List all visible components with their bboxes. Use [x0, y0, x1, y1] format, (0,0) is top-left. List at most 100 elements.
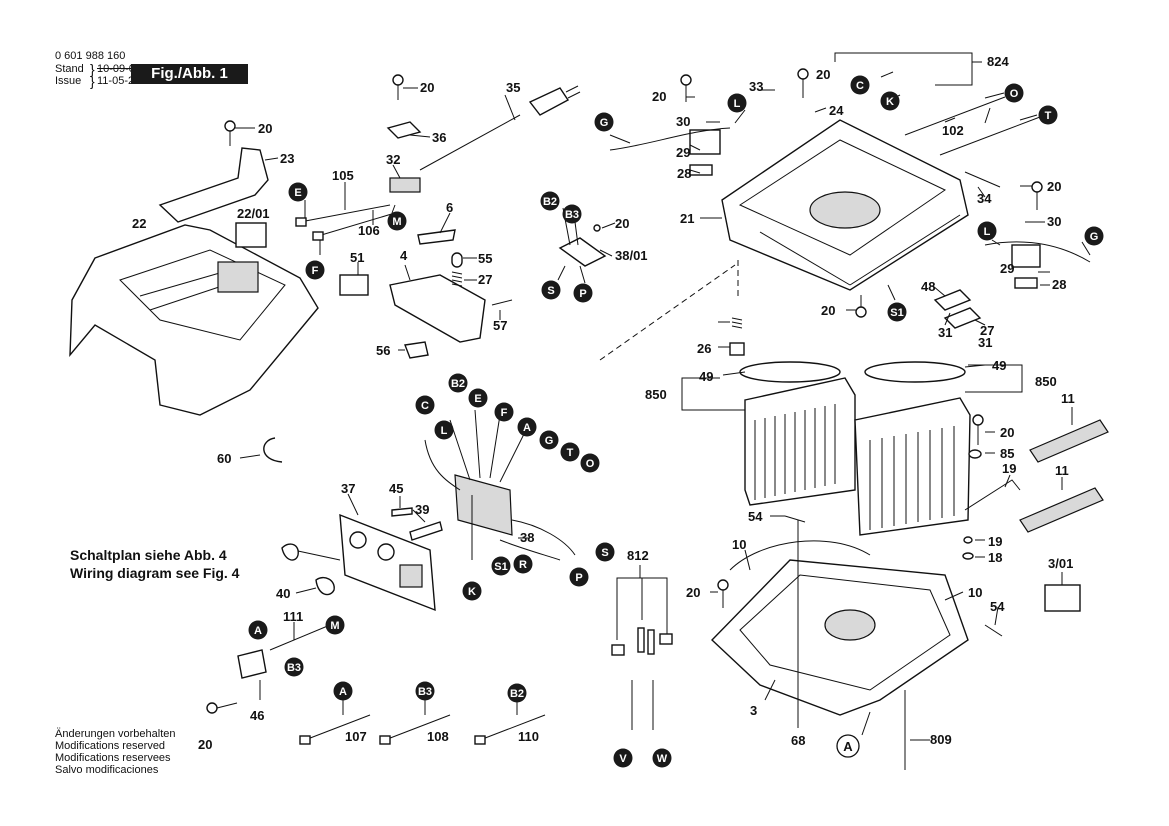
connector-badge: G	[539, 430, 559, 450]
modification-line: Änderungen vorbehalten	[55, 728, 176, 740]
part-number-label: 106	[358, 223, 380, 238]
svg-text:E: E	[294, 187, 301, 199]
connector-badge: O	[580, 453, 600, 473]
connector-badge: S1	[491, 556, 511, 576]
svg-text:S: S	[547, 285, 554, 297]
svg-text:L: L	[984, 226, 991, 238]
part-number-label: 45	[389, 481, 403, 496]
part-number-label: 6	[446, 200, 453, 215]
part-number-label: 31	[978, 335, 992, 350]
main-housing-part	[721, 119, 969, 291]
part-number-label: 20	[1047, 179, 1061, 194]
filter-cartridge-part	[739, 361, 856, 506]
part-number-label: 38/01	[615, 248, 648, 263]
connector-badge: T	[1038, 105, 1058, 125]
switch-part	[237, 649, 267, 679]
connector-badge: V	[613, 748, 633, 768]
part-number-label: 31	[938, 325, 952, 340]
part-number-label: 20	[1000, 425, 1014, 440]
svg-text:S: S	[601, 547, 608, 559]
part-number-label: 57	[493, 318, 507, 333]
connector-badge: M	[325, 615, 345, 635]
connector-badge: F	[305, 260, 325, 280]
part-number-label: 18	[988, 550, 1002, 565]
part-number-label: 48	[921, 279, 935, 294]
bracket-part	[558, 237, 607, 267]
tank-base-part	[711, 540, 969, 716]
connector-badge: E	[288, 182, 308, 202]
part-number-label: 23	[280, 151, 294, 166]
foam-strip-part	[1029, 419, 1109, 463]
handle-part	[158, 147, 269, 223]
spring-part	[451, 271, 463, 287]
svg-text:L: L	[441, 425, 448, 437]
part-number-label: 110	[518, 729, 539, 744]
connector-badge: E	[468, 388, 488, 408]
cable-part	[984, 241, 1091, 263]
part-number-label: 20	[816, 67, 830, 82]
svg-text:B2: B2	[510, 688, 524, 700]
svg-text:C: C	[856, 80, 864, 92]
part-number-label: 27	[980, 323, 994, 338]
svg-text:A: A	[843, 739, 853, 754]
capacitor-part	[689, 129, 721, 155]
part-number-label: 29	[1000, 261, 1014, 276]
part-number-label: 850	[1035, 374, 1057, 389]
connector-badge: W	[652, 748, 672, 768]
connector-badge: S	[595, 542, 615, 562]
cord-clamp-part	[386, 121, 422, 139]
connector-badge: L	[434, 420, 454, 440]
part-number-label: 10	[732, 537, 746, 552]
part-number-label: 20	[652, 89, 666, 104]
part-number-label: 22/01	[237, 206, 270, 221]
connector-badge: F	[494, 402, 514, 422]
part-number-label: 20	[198, 737, 212, 752]
svg-text:G: G	[1090, 231, 1099, 243]
hook-part	[263, 437, 283, 463]
part-number-label: 102	[942, 123, 964, 138]
wiring-note-en: Wiring diagram see Fig. 4	[70, 565, 240, 581]
connector-badge: C	[850, 75, 870, 95]
cable-part	[904, 96, 1006, 136]
connector-badge: G	[594, 112, 614, 132]
plug-part	[729, 342, 745, 356]
svg-text:B3: B3	[418, 686, 432, 698]
capacitor-part	[1011, 244, 1041, 268]
part-number-label: 46	[250, 708, 264, 723]
connector-badge: S1	[887, 302, 907, 322]
part-number-label: 27	[478, 272, 492, 287]
cable-part	[269, 624, 546, 745]
stand-label: Stand	[55, 63, 84, 75]
part-number-label: 22	[132, 216, 146, 231]
knob-part	[404, 341, 429, 359]
wiring-note-de: Schaltplan siehe Abb. 4	[70, 547, 227, 563]
assembly-guide-line	[599, 260, 739, 361]
connector-badge: B2	[507, 683, 527, 703]
svg-text:S1: S1	[890, 307, 903, 319]
part-number-label: 49	[699, 369, 713, 384]
part-number-label: 37	[341, 481, 355, 496]
svg-text:A: A	[254, 625, 262, 637]
svg-text:B2: B2	[543, 196, 557, 208]
knob-part	[315, 576, 335, 596]
svg-text:B3: B3	[565, 209, 579, 221]
part-number-label: 54	[990, 599, 1005, 614]
pin-part	[984, 624, 1003, 637]
svg-text:S1: S1	[494, 561, 507, 573]
part-number-label: 21	[680, 211, 694, 226]
part-number-label: 29	[676, 145, 690, 160]
part-number-label: 36	[432, 130, 446, 145]
washer-part	[963, 536, 973, 544]
connector-badge: S	[541, 280, 561, 300]
connector-badge: B3	[562, 204, 582, 224]
part-number-label: 809	[930, 732, 952, 747]
svg-text:P: P	[579, 288, 586, 300]
part-number-label: 34	[977, 191, 992, 206]
washer-part	[968, 449, 982, 459]
clip-part	[933, 289, 972, 311]
pin-part	[784, 515, 806, 523]
bracket-line	[681, 377, 745, 411]
svg-text:P: P	[575, 572, 582, 584]
